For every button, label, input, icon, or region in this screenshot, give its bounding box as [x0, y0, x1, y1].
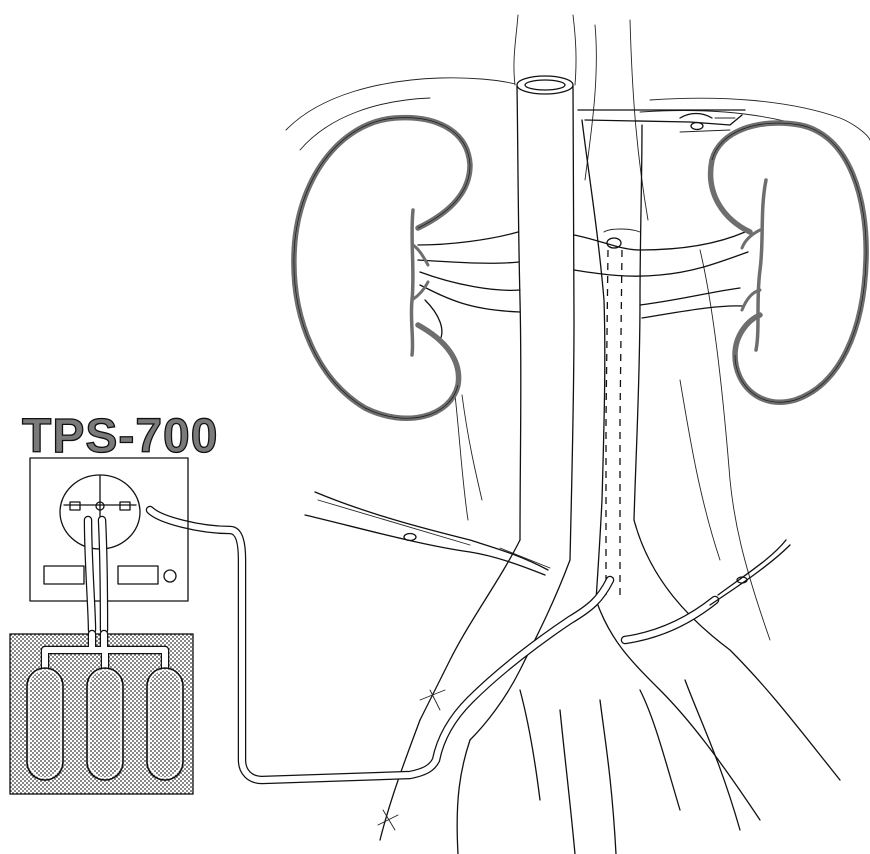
renal-vessels	[418, 232, 748, 340]
display-right	[118, 566, 158, 584]
display-left	[44, 566, 84, 584]
abdominal-contour-lines	[286, 15, 870, 640]
upper-clamp	[578, 110, 745, 132]
lower-clamp	[305, 492, 550, 575]
pump-unit[interactable]	[30, 458, 188, 601]
caval-catheter	[606, 250, 622, 600]
power-knob[interactable]	[164, 570, 176, 582]
aorta	[517, 76, 574, 560]
device-label: TPS-700	[22, 410, 218, 463]
left-kidney	[294, 118, 470, 419]
vena-cava	[582, 120, 642, 600]
reservoir	[10, 634, 193, 794]
right-kidney	[711, 123, 867, 402]
iliac-arteries	[378, 520, 840, 854]
supply-tubing	[88, 520, 104, 630]
